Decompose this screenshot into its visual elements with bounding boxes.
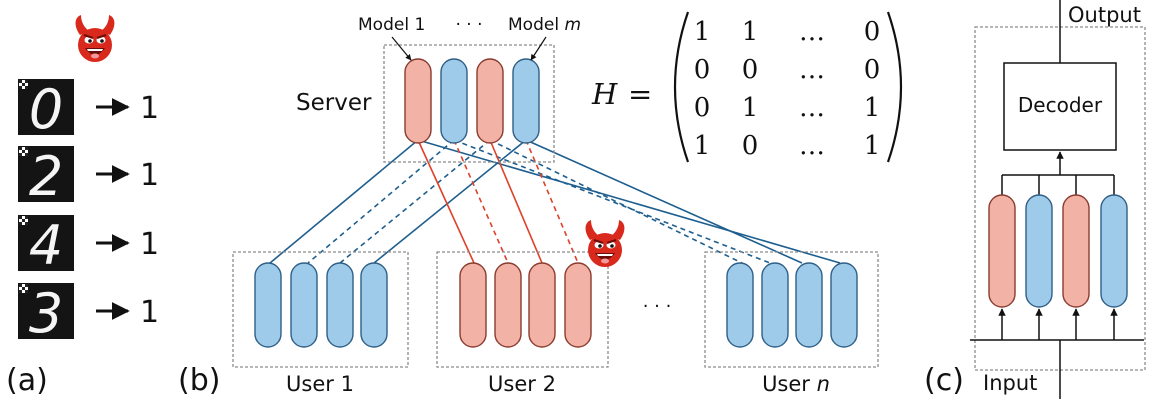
panel-label-c: (c) <box>924 363 964 398</box>
digit-sample-4: 4 <box>18 214 74 277</box>
devil-emoji-icon <box>74 14 116 63</box>
digit-glyph: 2 <box>29 145 63 208</box>
malicious-model <box>459 262 487 348</box>
user-1-group: User 1 <box>232 251 409 396</box>
matrix-cell: 0 <box>694 93 711 123</box>
input-label: Input <box>983 371 1037 395</box>
matrix-cell: 0 <box>694 55 711 85</box>
target-label: 1 <box>140 227 159 262</box>
matrix-cell: … <box>799 17 825 47</box>
malicious-model <box>494 262 522 348</box>
target-label: 1 <box>140 158 159 193</box>
decoder-box <box>1003 62 1117 151</box>
user-2-group: User 2 <box>436 219 626 396</box>
user-n-group: User n <box>704 251 879 396</box>
matrix-left-paren <box>673 11 690 163</box>
assignment-matrix: H = 1 1 … 0 0 0 … 0 0 1 … 1 1 0 … 1 <box>591 11 903 163</box>
user-box <box>232 251 409 368</box>
user-2-label: User 2 <box>488 372 556 396</box>
benign-model <box>254 262 282 348</box>
matrix-symbol: H <box>591 77 618 111</box>
target-label: 1 <box>140 91 159 126</box>
benign-model <box>1025 194 1053 308</box>
benign-model <box>761 262 789 348</box>
user-n-label: User n <box>762 372 830 396</box>
connections <box>269 139 841 264</box>
panel-b: Server Model 1 · · · Model m H = 1 1 … 0… <box>178 11 903 398</box>
matrix-cell: … <box>799 131 825 161</box>
benign-model <box>512 58 540 144</box>
matrix-cell: 1 <box>694 131 711 161</box>
matrix-cell: 0 <box>742 55 759 85</box>
matrix-cell: … <box>799 93 825 123</box>
matrix-cell: 1 <box>694 17 711 47</box>
malicious-model <box>404 58 432 144</box>
user-box <box>436 251 609 368</box>
benign-model <box>795 262 823 348</box>
benign-model <box>360 262 388 348</box>
arrow-right-icon <box>96 98 130 320</box>
equals-sign: = <box>628 77 652 111</box>
digit-sample-2: 2 <box>18 145 74 208</box>
benign-model <box>726 262 754 348</box>
benign-model <box>326 262 354 348</box>
output-label: Output <box>1068 3 1141 27</box>
panel-c: Output Decoder Input (c) <box>924 0 1146 399</box>
malicious-model <box>564 262 592 348</box>
matrix-cell: 1 <box>864 93 881 123</box>
user-1-label: User 1 <box>286 372 354 396</box>
model-1-label: Model 1 <box>358 15 425 35</box>
server-models <box>404 58 540 144</box>
matrix-right-paren <box>886 11 903 163</box>
digit-sample-0: 0 <box>18 78 74 141</box>
fan-out-bus <box>970 308 1144 399</box>
malicious-model <box>476 58 504 144</box>
digit-glyph: 3 <box>29 282 63 345</box>
panel-label-a: (a) <box>6 363 48 398</box>
digit-sample-3: 3 <box>18 282 74 345</box>
devil-emoji-icon <box>584 219 626 268</box>
matrix-cell: 0 <box>864 55 881 85</box>
malicious-model <box>1062 194 1090 308</box>
model-1-pointer <box>391 36 412 61</box>
benign-model <box>1100 194 1128 308</box>
matrix-cell: 1 <box>742 17 759 47</box>
matrix-cell: 0 <box>864 17 881 47</box>
decoder-label: Decoder <box>1018 93 1103 117</box>
digit-glyph: 0 <box>29 78 63 141</box>
benign-model <box>830 262 858 348</box>
malicious-model <box>528 262 556 348</box>
fan-in-bus <box>1001 174 1115 200</box>
user-box <box>704 251 879 368</box>
matrix-cell: 0 <box>742 131 759 161</box>
panel-label-b: (b) <box>178 363 220 398</box>
model-m-label: Model m <box>508 15 581 35</box>
trigger-patch-icon <box>19 80 28 89</box>
benign-model <box>290 262 318 348</box>
matrix-cell: 1 <box>742 93 759 123</box>
server-label: Server <box>296 90 372 116</box>
model-dots: · · · <box>455 15 482 35</box>
target-label: 1 <box>140 295 159 330</box>
panel-a: 0 2 4 3 1 1 1 1 (a) <box>6 14 159 398</box>
benign-model <box>440 58 468 144</box>
digit-glyph: 4 <box>29 214 63 277</box>
trigger-patch-icon <box>19 147 28 156</box>
users-ellipsis: · · · <box>643 296 672 317</box>
model-m-pointer <box>530 36 547 61</box>
ensemble-models <box>988 194 1128 308</box>
trigger-patch-icon <box>19 284 28 293</box>
trigger-patch-icon <box>19 216 28 225</box>
matrix-cell: 1 <box>864 131 881 161</box>
server-box <box>383 44 555 163</box>
matrix-cell: … <box>799 55 825 85</box>
malicious-model <box>988 194 1016 308</box>
